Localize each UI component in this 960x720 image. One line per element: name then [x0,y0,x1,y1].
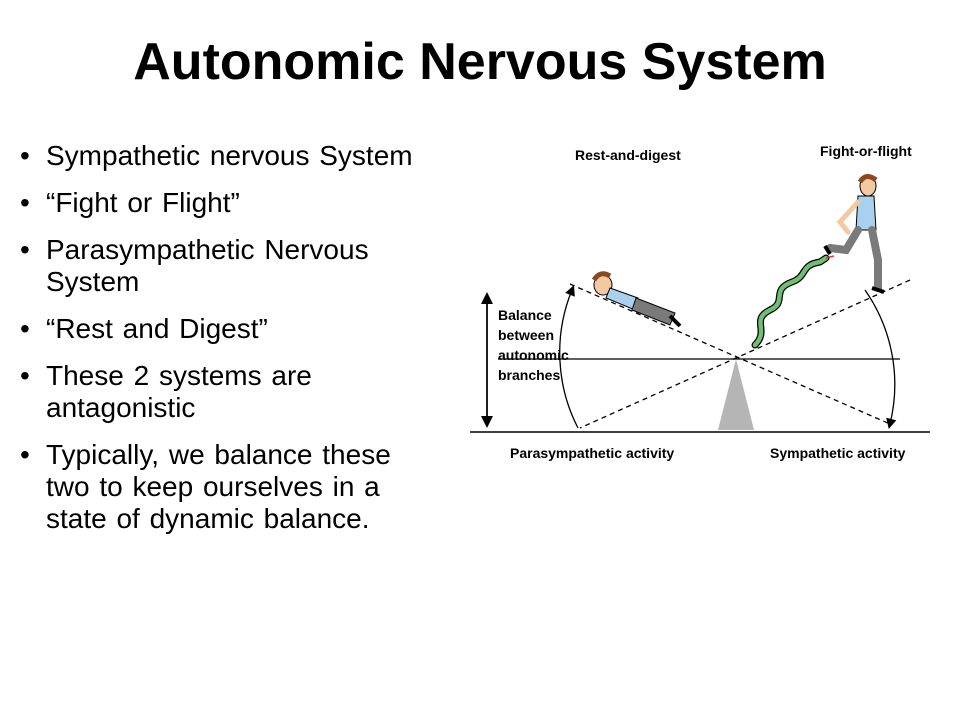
bullet-list: • Sympathetic nervous System • “Fight or F… [20,140,420,550]
bullet-dot: • [20,313,30,344]
bullet-item: • Sympathetic nervous System [20,140,420,172]
label-sympathetic-activity: Sympathetic activity [770,445,906,461]
bullet-dot: • [20,187,30,218]
snake-tongue [825,255,835,259]
running-back-leg [826,226,862,255]
reclining-pants [631,297,676,326]
slide-title: Autonomic Nervous System [133,33,827,91]
running-shoe [871,286,885,294]
bullet-text: Typically, we balance these two to keep … [46,439,391,534]
bullet-text: “Rest and Digest” [46,313,268,344]
reclining-hair [591,271,612,282]
reclining-shoe [668,314,682,328]
bullet-item: • “Rest and Digest” [20,313,420,345]
balance-label-line-2: between [498,327,554,343]
bullet-item: • These 2 systems are antagonistic [20,360,420,424]
snake-body-outline [751,254,830,349]
running-arm [836,199,861,235]
balance-diagram-svg: Rest-and-digest Fight-or-flight Balance … [470,143,930,461]
running-hair [857,174,878,184]
dashed-line-parasympathetic [579,279,911,429]
label-parasympathetic-activity: Parasympathetic activity [510,445,674,461]
running-front-leg [868,226,882,292]
dashed-line-sympathetic [569,283,891,425]
bullet-dot: • [20,439,30,470]
bullet-dot: • [20,234,30,265]
running-person-icon [823,174,885,294]
balance-diagram: Rest-and-digest Fight-or-flight Balance … [470,130,930,480]
balance-label-line-4: branches [498,367,560,383]
right-arc-arrow [864,289,897,430]
balance-label-line-1: Balance [498,307,552,323]
bullet-dot: • [20,360,30,391]
bullet-text: Sympathetic nervous System [46,140,413,171]
snake-icon [751,254,835,349]
bullet-item: • Typically, we balance these two to keep… [20,439,420,535]
bullet-text: These 2 systems are antagonistic [46,360,312,423]
label-fight-or-flight: Fight-or-flight [820,143,912,159]
label-rest-and-digest: Rest-and-digest [575,147,681,163]
reclining-person-icon [591,271,682,328]
bullet-dot: • [20,140,30,171]
snake-body [752,255,829,348]
bullet-text: Parasympathetic Nervous System [46,234,369,297]
running-back-shoe [823,244,832,256]
bullet-text: “Fight or Flight” [46,187,240,218]
balance-label-line-3: autonomic [498,347,569,363]
left-arc-arrow [559,285,579,429]
bullet-item: • Parasympathetic Nervous System [20,234,420,298]
bullet-item: • “Fight or Flight” [20,187,420,219]
fulcrum-triangle [718,359,754,430]
